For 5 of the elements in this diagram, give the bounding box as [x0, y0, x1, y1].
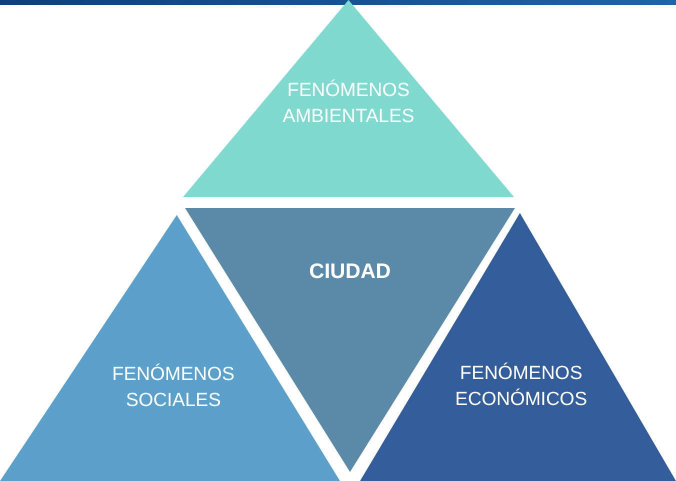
node-label: FENÓMENOS AMBIENTALES [282, 78, 416, 129]
node-label: FENÓMENOS ECONÓMICOS [454, 362, 588, 412]
triangle-shape [183, 0, 514, 197]
node-label: FENÓMENOS SOCIALES [111, 362, 236, 413]
node-label: CIUDAD [308, 259, 392, 285]
